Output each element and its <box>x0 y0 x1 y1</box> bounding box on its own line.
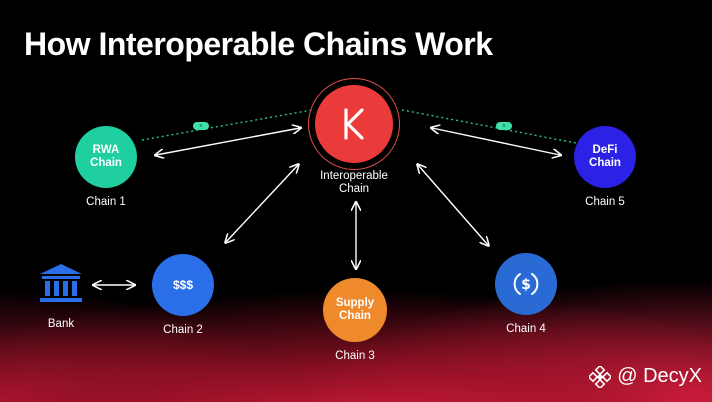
hub-ring <box>308 78 400 170</box>
chain2-node[interactable]: $$$ <box>152 254 214 316</box>
binance-logo-icon <box>589 365 612 388</box>
chain1-caption: Chain 1 <box>86 196 126 208</box>
page-title: How Interoperable Chains Work <box>24 26 493 62</box>
supply-chain-label-line2: Chain <box>339 310 371 322</box>
chain4-caption: Chain 4 <box>506 323 546 335</box>
rwa-chain-label-line2: Chain <box>90 157 122 169</box>
kinto-logo-icon <box>344 108 364 140</box>
bank-icon <box>40 264 82 302</box>
hub-caption-line1: Interoperable <box>320 170 388 182</box>
rwa-chain-node[interactable]: RWA Chain <box>75 126 137 188</box>
hub-caption-line2: Chain <box>338 183 370 195</box>
arrow-hub-chain4 <box>418 165 488 245</box>
defi-chain-label-line2: Chain <box>589 157 621 169</box>
bridge-badge-right: ≡ <box>496 122 512 130</box>
watermark-text: @ DecyX <box>617 365 702 387</box>
arrow-hub-chain1 <box>156 128 300 155</box>
hub-caption: Interoperable Chain <box>306 170 402 196</box>
rwa-chain-label-line1: RWA <box>92 144 120 156</box>
chain2-label: $$$ <box>172 277 194 292</box>
chain2-caption: Chain 2 <box>163 324 203 336</box>
defi-chain-label-line1: DeFi <box>592 144 618 156</box>
arrow-hub-chain5 <box>432 128 560 155</box>
supply-chain-label-line1: Supply <box>335 297 375 309</box>
arrow-hub-chain2 <box>226 165 298 242</box>
bridge-dotted-right <box>401 109 577 144</box>
watermark: @ DecyX <box>589 365 702 388</box>
chain3-caption: Chain 3 <box>335 350 375 362</box>
usdc-coin-icon: $ <box>513 273 539 295</box>
bridge-badge-left: ≡ <box>193 122 209 130</box>
supply-chain-node[interactable]: Supply Chain <box>323 278 387 342</box>
bank-caption: Bank <box>47 318 75 330</box>
defi-chain-node[interactable]: DeFi Chain <box>574 126 636 188</box>
chain5-caption: Chain 5 <box>585 196 625 208</box>
hub-node[interactable] <box>315 85 393 163</box>
bridge-dotted-left <box>141 109 313 141</box>
chain4-node[interactable]: $ <box>495 253 557 315</box>
svg-text:$: $ <box>521 277 531 293</box>
